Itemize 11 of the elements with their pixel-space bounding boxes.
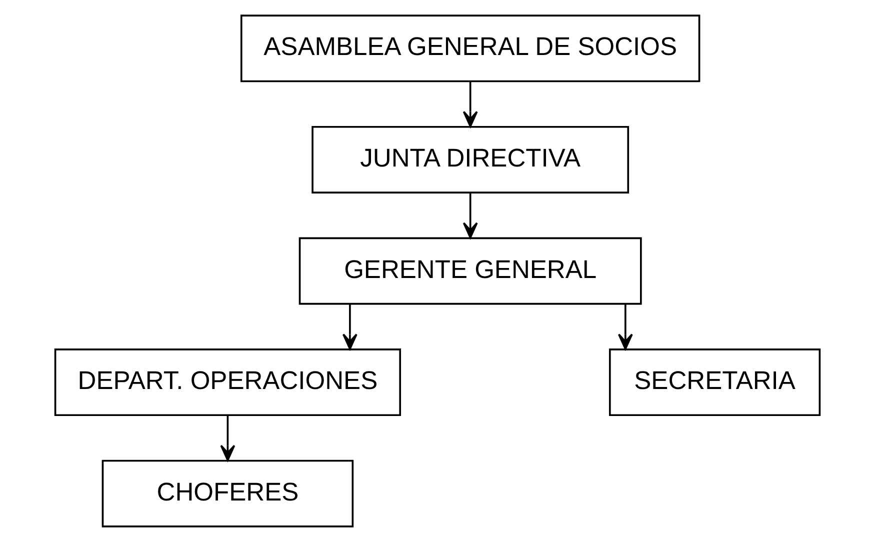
arrow [618,304,633,350]
arrow [462,82,478,128]
arrow [462,193,478,239]
node-box: SECRETARIA [608,348,821,416]
node-box: ASAMBLEA GENERAL DE SOCIOS [240,14,700,82]
node-box: DEPART. OPERACIONES [54,348,402,416]
arrow [220,416,236,462]
node-box: GERENTE GENERAL [298,237,642,305]
node-box: JUNTA DIRECTIVA [312,126,630,194]
arrow [342,304,358,350]
node-box: CHOFERES [102,460,354,528]
